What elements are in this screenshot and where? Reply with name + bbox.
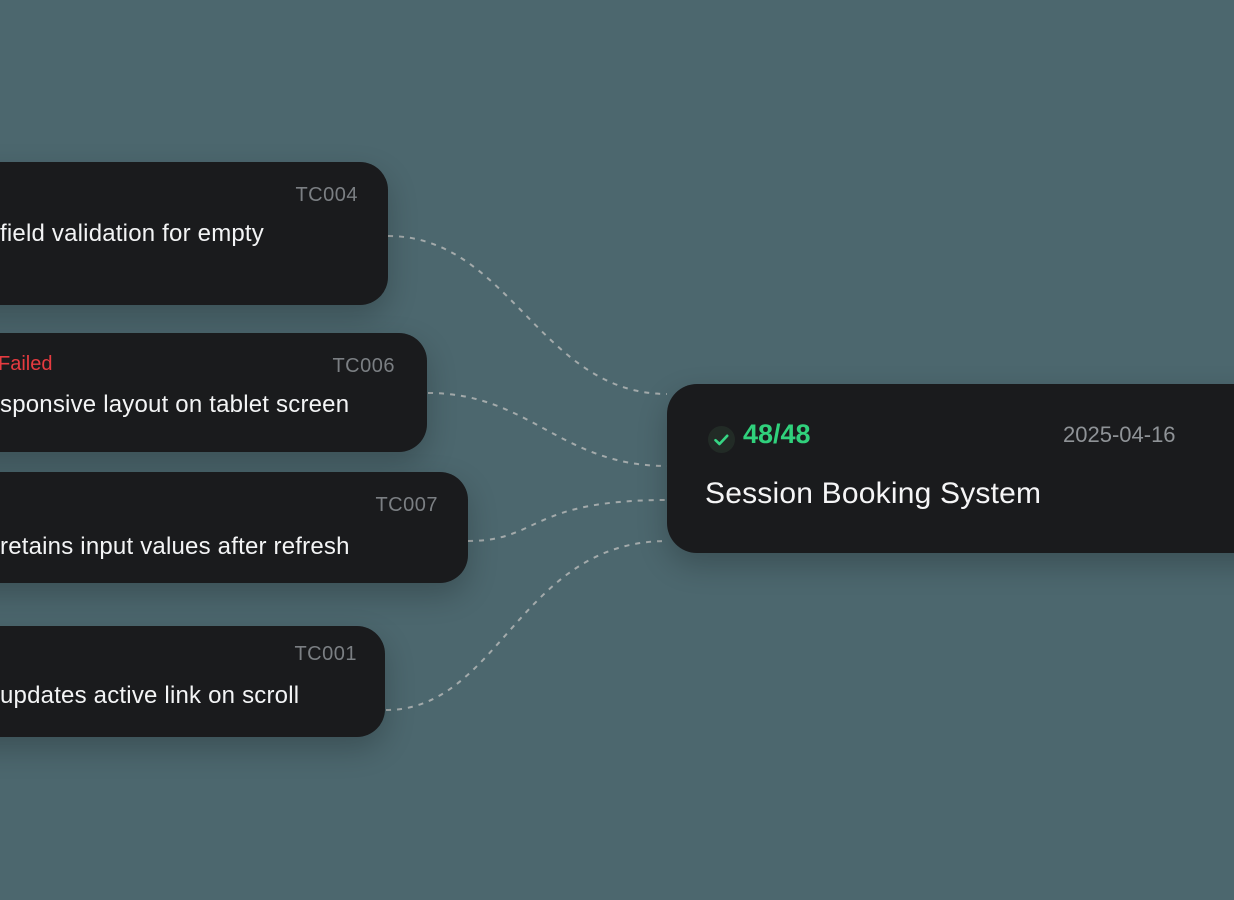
test-case-node[interactable]: TC007 retains input values after refresh: [0, 472, 468, 583]
test-case-label: sponsive layout on tablet screen: [0, 391, 350, 418]
connector-line: [467, 499, 668, 542]
test-case-label: field validation for empty: [0, 220, 264, 247]
test-case-id: TC006: [332, 355, 395, 377]
test-case-node[interactable]: TC001 updates active link on scroll: [0, 626, 385, 737]
test-case-id: TC007: [375, 494, 438, 516]
pass-count: 48/48: [743, 419, 811, 449]
connector-line: [427, 392, 668, 467]
test-case-id: TC004: [295, 184, 358, 206]
connector-line: [387, 235, 668, 395]
test-case-id: TC001: [294, 643, 357, 665]
summary-node[interactable]: 48/48 2025-04-16 Session Booking System: [667, 384, 1234, 553]
status-failed-label: Failed: [0, 353, 53, 375]
run-date: 2025-04-16: [1063, 422, 1176, 447]
test-case-label: updates active link on scroll: [0, 682, 300, 709]
check-icon: [708, 426, 735, 453]
connector-line: [385, 540, 668, 711]
test-case-label: retains input values after refresh: [0, 533, 350, 560]
test-case-node[interactable]: Failed TC006 sponsive layout on tablet s…: [0, 333, 427, 452]
test-case-node[interactable]: TC004 field validation for empty: [0, 162, 388, 305]
summary-title: Session Booking System: [705, 477, 1042, 510]
